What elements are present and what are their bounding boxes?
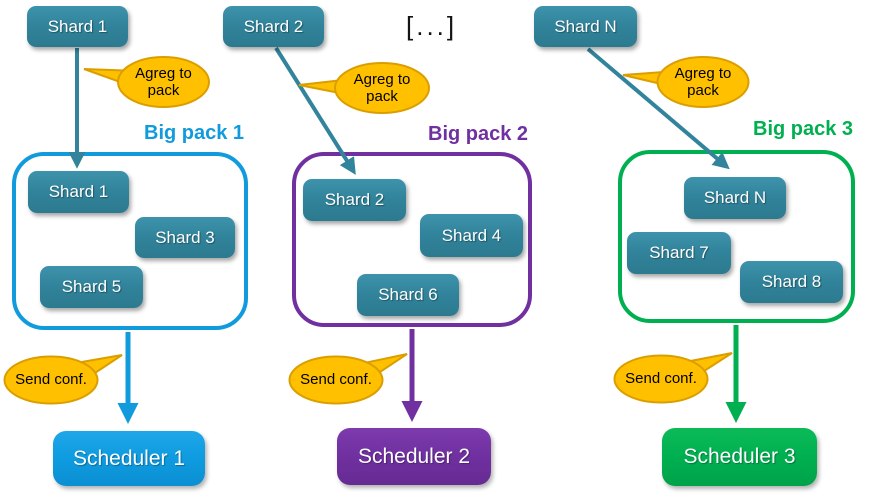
send-bubble-1-label: Send conf. <box>15 370 87 388</box>
send-bubble-2-label: Send conf. <box>300 370 372 388</box>
pack3-member-shard-8: Shard 8 <box>740 261 843 303</box>
scheduler-2-box: Scheduler 2 <box>337 428 491 485</box>
pack2-member-shard-4: Shard 4 <box>420 214 523 257</box>
send-bubble-3-shape <box>613 352 733 404</box>
agreg-bubble-2-label: Agreg to pack <box>353 70 411 105</box>
pack1-member-shard-5: Shard 5 <box>40 266 143 308</box>
agreg-bubble-3-shape <box>622 56 750 108</box>
send-bubble-3-label: Send conf. <box>625 369 697 387</box>
source-shard-n: Shard N <box>534 6 637 47</box>
big-pack-2-container <box>292 152 532 327</box>
arrow-shardN-to-pack3 <box>586 47 730 170</box>
pack3-member-shard-7: Shard 7 <box>627 232 731 274</box>
agreg-bubble-1-shape <box>83 56 210 108</box>
source-shard-1: Shard 1 <box>27 6 128 47</box>
ellipsis-more-shards: [...] <box>406 11 458 41</box>
pack1-member-shard-3: Shard 3 <box>135 217 235 258</box>
big-pack-3-container <box>618 150 855 323</box>
agreg-bubble-2-shape <box>298 62 430 114</box>
send-bubble-1-shape <box>3 354 123 405</box>
big-pack-2-title: Big pack 2 <box>428 123 529 145</box>
pack2-member-shard-6: Shard 6 <box>357 274 459 316</box>
agreg-bubble-1-label: Agreg to pack <box>135 64 192 99</box>
pack1-member-shard-1: Shard 1 <box>28 171 129 213</box>
big-pack-1-container <box>12 152 248 330</box>
scheduler-3-box: Scheduler 3 <box>662 428 817 486</box>
scheduler-1-box: Scheduler 1 <box>53 431 205 486</box>
big-pack-3-title: Big pack 3 <box>753 118 854 140</box>
pack2-member-shard-2: Shard 2 <box>303 179 406 221</box>
big-pack-1-title: Big pack 1 <box>144 122 245 144</box>
arrow-shard2-to-pack2 <box>274 46 356 175</box>
pack3-member-shard-n: Shard N <box>684 177 786 219</box>
agreg-bubble-3-label: Agreg to pack <box>674 64 732 99</box>
send-bubble-2-shape <box>288 353 408 405</box>
source-shard-2: Shard 2 <box>223 6 324 47</box>
